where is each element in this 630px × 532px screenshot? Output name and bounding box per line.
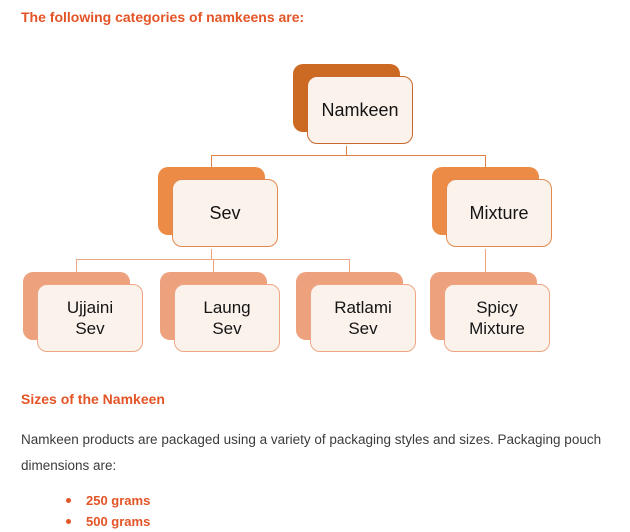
diagram-node-ratlami-sev[interactable]: Ratlami Sev xyxy=(296,272,418,354)
bullet-icon xyxy=(66,519,71,524)
connector-level1-horizontal xyxy=(211,155,486,156)
node-label-laung-sev[interactable]: Laung Sev xyxy=(174,284,280,352)
diagram-node-laung-sev[interactable]: Laung Sev xyxy=(160,272,282,354)
diagram-node-ujjaini-sev[interactable]: Ujjaini Sev xyxy=(23,272,145,354)
node-label-ujjaini-sev[interactable]: Ujjaini Sev xyxy=(37,284,143,352)
bullet-label: 250 grams xyxy=(86,493,151,508)
namkeen-hierarchy-diagram: Namkeen Sev Mixture Ujjaini Sev Laung Se… xyxy=(0,55,630,385)
diagram-node-spicy-mixture[interactable]: Spicy Mixture xyxy=(430,272,552,354)
bullet-icon xyxy=(66,498,71,503)
section-heading-sizes: Sizes of the Namkeen xyxy=(21,391,165,407)
connector-mixture-to-spicy-mixture xyxy=(485,249,486,272)
diagram-node-mixture[interactable]: Mixture xyxy=(432,167,554,249)
section-heading-categories: The following categories of namkeens are… xyxy=(21,9,305,25)
connector-to-sev xyxy=(211,155,212,167)
connector-to-ujjaini-sev xyxy=(76,259,77,272)
diagram-node-sev[interactable]: Sev xyxy=(158,167,280,249)
node-label-sev[interactable]: Sev xyxy=(172,179,278,247)
bullet-label: 500 grams xyxy=(86,514,151,529)
connector-to-ratlami-sev xyxy=(349,259,350,272)
list-item: 250 grams xyxy=(66,490,150,511)
node-label-namkeen[interactable]: Namkeen xyxy=(307,76,413,144)
connector-to-laung-sev xyxy=(213,259,214,272)
sizes-bullet-list: 250 grams 500 grams xyxy=(66,490,150,532)
connector-namkeen-stub xyxy=(346,146,347,155)
list-item: 500 grams xyxy=(66,511,150,532)
node-label-spicy-mixture[interactable]: Spicy Mixture xyxy=(444,284,550,352)
connector-sev-stub xyxy=(211,249,212,259)
connector-to-mixture xyxy=(485,155,486,167)
diagram-node-namkeen[interactable]: Namkeen xyxy=(293,64,415,146)
node-label-mixture[interactable]: Mixture xyxy=(446,179,552,247)
packaging-paragraph: Namkeen products are packaged using a va… xyxy=(21,432,602,473)
node-label-ratlami-sev[interactable]: Ratlami Sev xyxy=(310,284,416,352)
